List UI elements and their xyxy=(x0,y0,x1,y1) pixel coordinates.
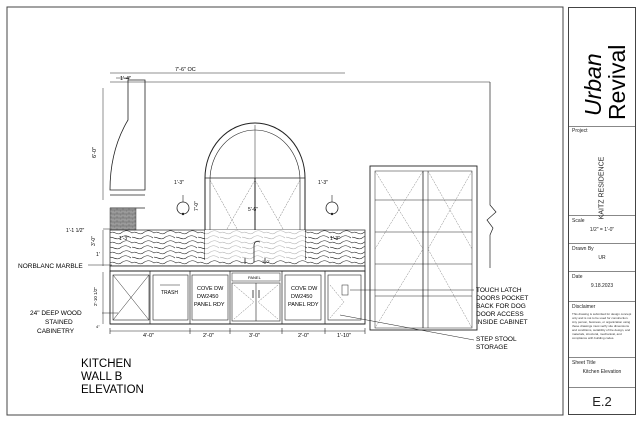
french-door xyxy=(369,165,478,331)
drawing-title-3: ELEVATION xyxy=(81,384,144,396)
callout-touch-latch-3: BACK FOR DOG xyxy=(476,303,526,310)
faucet xyxy=(244,241,266,264)
callout-touch-latch-1: TOUCH LATCH xyxy=(476,287,522,294)
dim-counter-height: 3'-0" xyxy=(91,236,97,246)
project-label: Project xyxy=(572,128,588,134)
logo: Urban Revival xyxy=(569,8,635,127)
dim-bottom-5: 1'-10" xyxy=(337,333,351,339)
dim-bottom-2: 2'-0" xyxy=(203,333,214,339)
scale-section: Scale 1/2" = 1'-0" xyxy=(569,216,635,244)
logo-word-1: Urban xyxy=(580,53,606,116)
disclaimer-text: This drawing is submitted for design con… xyxy=(572,312,632,340)
label-dw-right-3: PANEL RDY xyxy=(288,302,319,308)
dim-toe-kick: 4" xyxy=(96,324,100,329)
base-cabinets xyxy=(109,270,366,325)
drawn-label: Drawn By xyxy=(572,246,594,252)
dim-bottom-1: 4'-0" xyxy=(143,333,154,339)
cabinet-left xyxy=(112,274,150,321)
dishwasher-right xyxy=(284,274,322,321)
sheet-number: E.2 xyxy=(592,394,612,409)
wall-break-line xyxy=(486,82,497,268)
callout-touch-latch-2: DOORS POCKET xyxy=(476,295,528,302)
dim-sconce-right: 1'-3" xyxy=(318,180,328,186)
label-dw-left-2: DW2450 xyxy=(197,294,218,300)
dim-sink-width: 1'-0" xyxy=(262,259,271,264)
dim-counter-left: 1' xyxy=(96,252,100,258)
dim-sconce-left: 1'-3" xyxy=(174,180,184,186)
dim-window-height: 7'-0" xyxy=(194,201,200,211)
callout-touch-latch-5: INSIDE CABINET xyxy=(476,319,528,326)
callout-cabinetry-2: STAINED xyxy=(45,319,73,326)
label-dw-left-3: PANEL RDY xyxy=(194,302,225,308)
dishwasher-left xyxy=(191,274,229,321)
cabinet-right xyxy=(327,274,362,321)
range-hood xyxy=(109,79,146,231)
label-panel: PANEL xyxy=(248,275,262,280)
sink-panel xyxy=(231,272,281,282)
disclaimer-label: Disclaimer xyxy=(572,304,596,310)
drawn-value: UR xyxy=(598,255,606,261)
countertop xyxy=(109,265,366,272)
label-dw-right-2: DW2450 xyxy=(291,294,312,300)
project-name: KAITZ RESIDENCE xyxy=(598,156,606,220)
callout-cabinetry-1: 24" DEEP WOOD xyxy=(30,310,82,317)
label-dw-right-1: COVE DW xyxy=(291,286,318,292)
disclaimer-section: Disclaimer This drawing is submitted for… xyxy=(569,302,635,358)
callout-step-stool-1: STEP STOOL xyxy=(476,336,517,343)
callout-touch-latch-4: DOOR ACCESS xyxy=(476,311,524,318)
bottom-dim-ticks xyxy=(109,328,366,334)
drawing-title-2: WALL B xyxy=(81,371,123,383)
dim-hood-height: 6'-0" xyxy=(92,147,98,158)
project-section: Project KAITZ RESIDENCE xyxy=(569,126,635,219)
label-dw-left-1: COVE DW xyxy=(197,286,224,292)
callout-step-stool-2: STORAGE xyxy=(476,344,508,351)
label-trash: TRASH xyxy=(161,290,178,296)
scale-label: Scale xyxy=(572,218,585,224)
sheet-title-value: Kitchen Elevation xyxy=(582,369,622,375)
sconce-left xyxy=(176,195,190,216)
drawing-title-1: KITCHEN xyxy=(81,358,131,370)
date-value: 9.18.2023 xyxy=(590,283,614,289)
date-label: Date xyxy=(572,274,583,280)
drawn-section: Drawn By UR xyxy=(569,244,635,272)
sheet-border xyxy=(6,6,564,416)
cabinet-trash xyxy=(152,274,189,321)
logo-word-2: Revival xyxy=(604,45,630,120)
dim-window-mid: 5'-6" xyxy=(248,207,258,213)
dim-bottom-3: 3'-0" xyxy=(249,333,260,339)
dim-bottom-4: 2'-0" xyxy=(298,333,309,339)
title-block: Urban Revival Project KAITZ RESIDENCE Sc… xyxy=(568,7,636,415)
hood-brick-panel xyxy=(109,207,137,231)
sconce-right xyxy=(325,195,339,216)
date-section: Date 9.18.2023 xyxy=(569,272,635,302)
sheet-title-section: Sheet Title Kitchen Elevation xyxy=(569,358,635,388)
hood-dimensions: 1'-4" 6'-0" 1'-1 1/2" 3'-0" xyxy=(66,76,131,266)
callout-cabinetry-3: CABINETRY xyxy=(37,328,75,335)
dim-oc: 7'-6" OC xyxy=(175,67,196,73)
dim-backsplash-right: 1'-3" xyxy=(330,236,340,242)
sheet-number-section: E.2 xyxy=(569,388,635,414)
dim-cabinet-height: 2'-10 1/2" xyxy=(93,287,98,306)
callout-marble: NORBLANC MARBLE xyxy=(18,263,83,270)
scale-value: 1/2" = 1'-0" xyxy=(589,227,615,233)
dim-hood-width: 1'-4" xyxy=(120,76,131,82)
dim-backsplash-left: 1'-3" xyxy=(119,236,129,242)
dim-hood-side: 1'-1 1/2" xyxy=(66,228,85,234)
arched-window xyxy=(204,122,306,261)
sheet-title-label: Sheet Title xyxy=(572,360,596,366)
